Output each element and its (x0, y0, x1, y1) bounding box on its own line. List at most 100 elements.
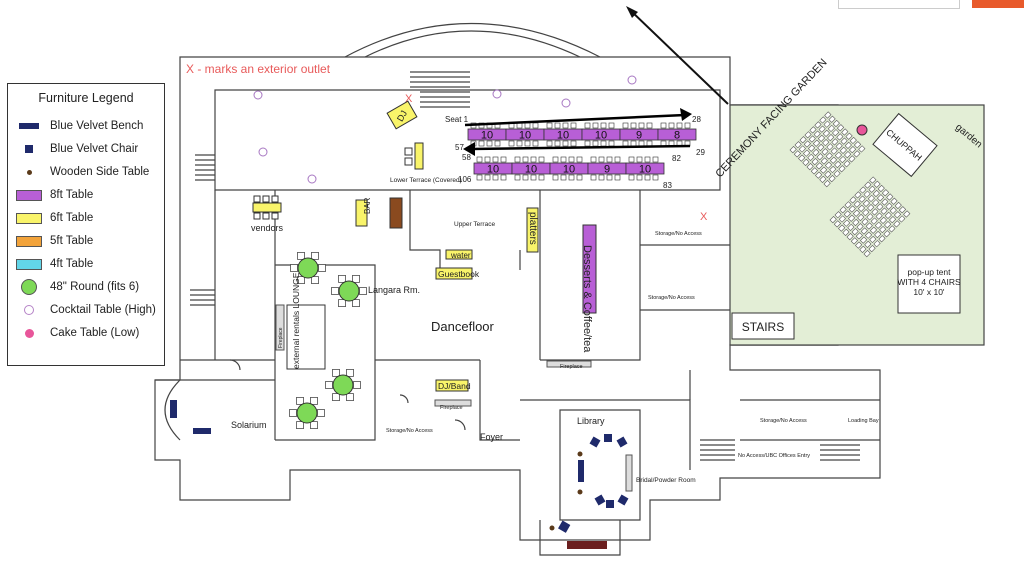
round-table (332, 374, 354, 396)
chair (570, 122, 577, 129)
ceremony-chair (867, 194, 875, 203)
chair (570, 140, 577, 147)
chair (552, 174, 559, 181)
legend-label: 48" Round (fits 6) (50, 281, 140, 293)
chair (290, 264, 298, 272)
chair (600, 140, 607, 147)
chair (524, 122, 531, 129)
ceremony-chair (851, 228, 859, 236)
chair (297, 276, 305, 284)
ceremony-chair (844, 141, 852, 150)
ceremony-chair (885, 202, 893, 210)
chair (508, 140, 515, 147)
ceremony-chair (857, 213, 865, 222)
ceremony-chair (872, 189, 880, 198)
solarium-label: Solarium (231, 420, 267, 430)
ceremony-chair (827, 134, 835, 142)
tent-label-1: pop-up tent (907, 267, 951, 277)
ceremony-chair (809, 126, 817, 134)
desserts-table (582, 224, 597, 314)
chair (684, 122, 691, 129)
chair (636, 174, 643, 181)
top-steps (410, 71, 470, 108)
dj-band-label: DJ/Band (438, 381, 471, 391)
foyer-label: Foyer (480, 432, 503, 442)
legend-label: Blue Velvet Bench (50, 120, 144, 132)
ceremony-chair (849, 196, 857, 204)
chair (598, 156, 605, 163)
ceremony-chair (819, 175, 827, 183)
ceremony-chair (848, 146, 857, 154)
arrow-left-head (463, 142, 475, 156)
chair (584, 140, 591, 147)
ceremony-chair (842, 228, 850, 236)
ceremony-chair (881, 189, 890, 197)
ceremony-chair (817, 143, 825, 152)
chair (636, 156, 643, 163)
top-accent-button[interactable] (972, 0, 1024, 8)
ceremony-chair (803, 149, 811, 157)
ceremony-chair (808, 135, 816, 143)
ceremony-chair (859, 245, 867, 253)
chair (514, 174, 521, 181)
ceremony-chair (863, 249, 871, 258)
lounge-label: external rentals LOUNGE (291, 272, 301, 369)
ceremony-chair (869, 176, 877, 184)
solarium-bench-2 (193, 428, 211, 434)
stairs-box (731, 312, 795, 340)
chair (644, 174, 651, 181)
inner-wall-1 (214, 190, 730, 440)
ceremony-chair (879, 216, 887, 224)
ceremony-chair (853, 200, 861, 208)
table-seat-count: 10 (639, 164, 651, 176)
chair (486, 140, 493, 147)
ceremony-chair (864, 181, 872, 189)
cocktail-tables (253, 75, 637, 184)
top-curved-stair (344, 23, 601, 58)
ceremony-chair (799, 136, 807, 144)
table-seat-count: 10 (563, 164, 575, 176)
chair (500, 156, 507, 163)
legend-item: Blue Velvet Chair (16, 141, 138, 157)
outlet-x-1: X (405, 93, 413, 105)
legend-symbol (16, 142, 42, 156)
legend-item: Cake Table (Low) (16, 325, 139, 341)
chair (576, 174, 583, 181)
ceremony-chair (854, 191, 862, 199)
ceremony-chair (874, 221, 883, 229)
chair (532, 140, 539, 147)
top-dropdown-button[interactable] (838, 0, 960, 9)
ceremony-chair (838, 165, 846, 173)
ceremony-chair (802, 158, 810, 166)
chuppah (872, 112, 938, 178)
table-seat-count: 8 (674, 130, 680, 142)
seat-57-label: 57 (455, 143, 464, 152)
ceremony-chair (824, 161, 833, 169)
legend-item: 48" Round (fits 6) (16, 279, 139, 295)
chair (590, 174, 597, 181)
chair (484, 174, 491, 181)
seat-106-label: 106 (458, 175, 472, 184)
table-seat-count: 10 (481, 130, 493, 142)
dj-table-top (386, 100, 418, 130)
ceremony-chair (803, 140, 811, 148)
ceremony-chair (893, 220, 901, 228)
ceremony-chair (810, 167, 819, 175)
ceremony-chair (857, 204, 866, 212)
ceremony-chair (843, 210, 851, 218)
guestbook-label: Guestbook (438, 269, 480, 279)
ceremony-chair (841, 128, 849, 136)
chair (628, 156, 635, 163)
chair-block (789, 111, 866, 188)
library-side-table-1 (577, 451, 583, 457)
outlet-note: X - marks an exterior outlet (186, 62, 331, 76)
ceremony-chair (827, 124, 835, 133)
ceremony-chair (852, 209, 861, 217)
chair (608, 140, 615, 147)
guestbook-table (435, 267, 473, 280)
ceremony-chair (881, 198, 889, 206)
chair (332, 393, 340, 401)
storage-3-label: Storage/No Access (386, 428, 433, 434)
ceremony-chair (871, 208, 879, 216)
